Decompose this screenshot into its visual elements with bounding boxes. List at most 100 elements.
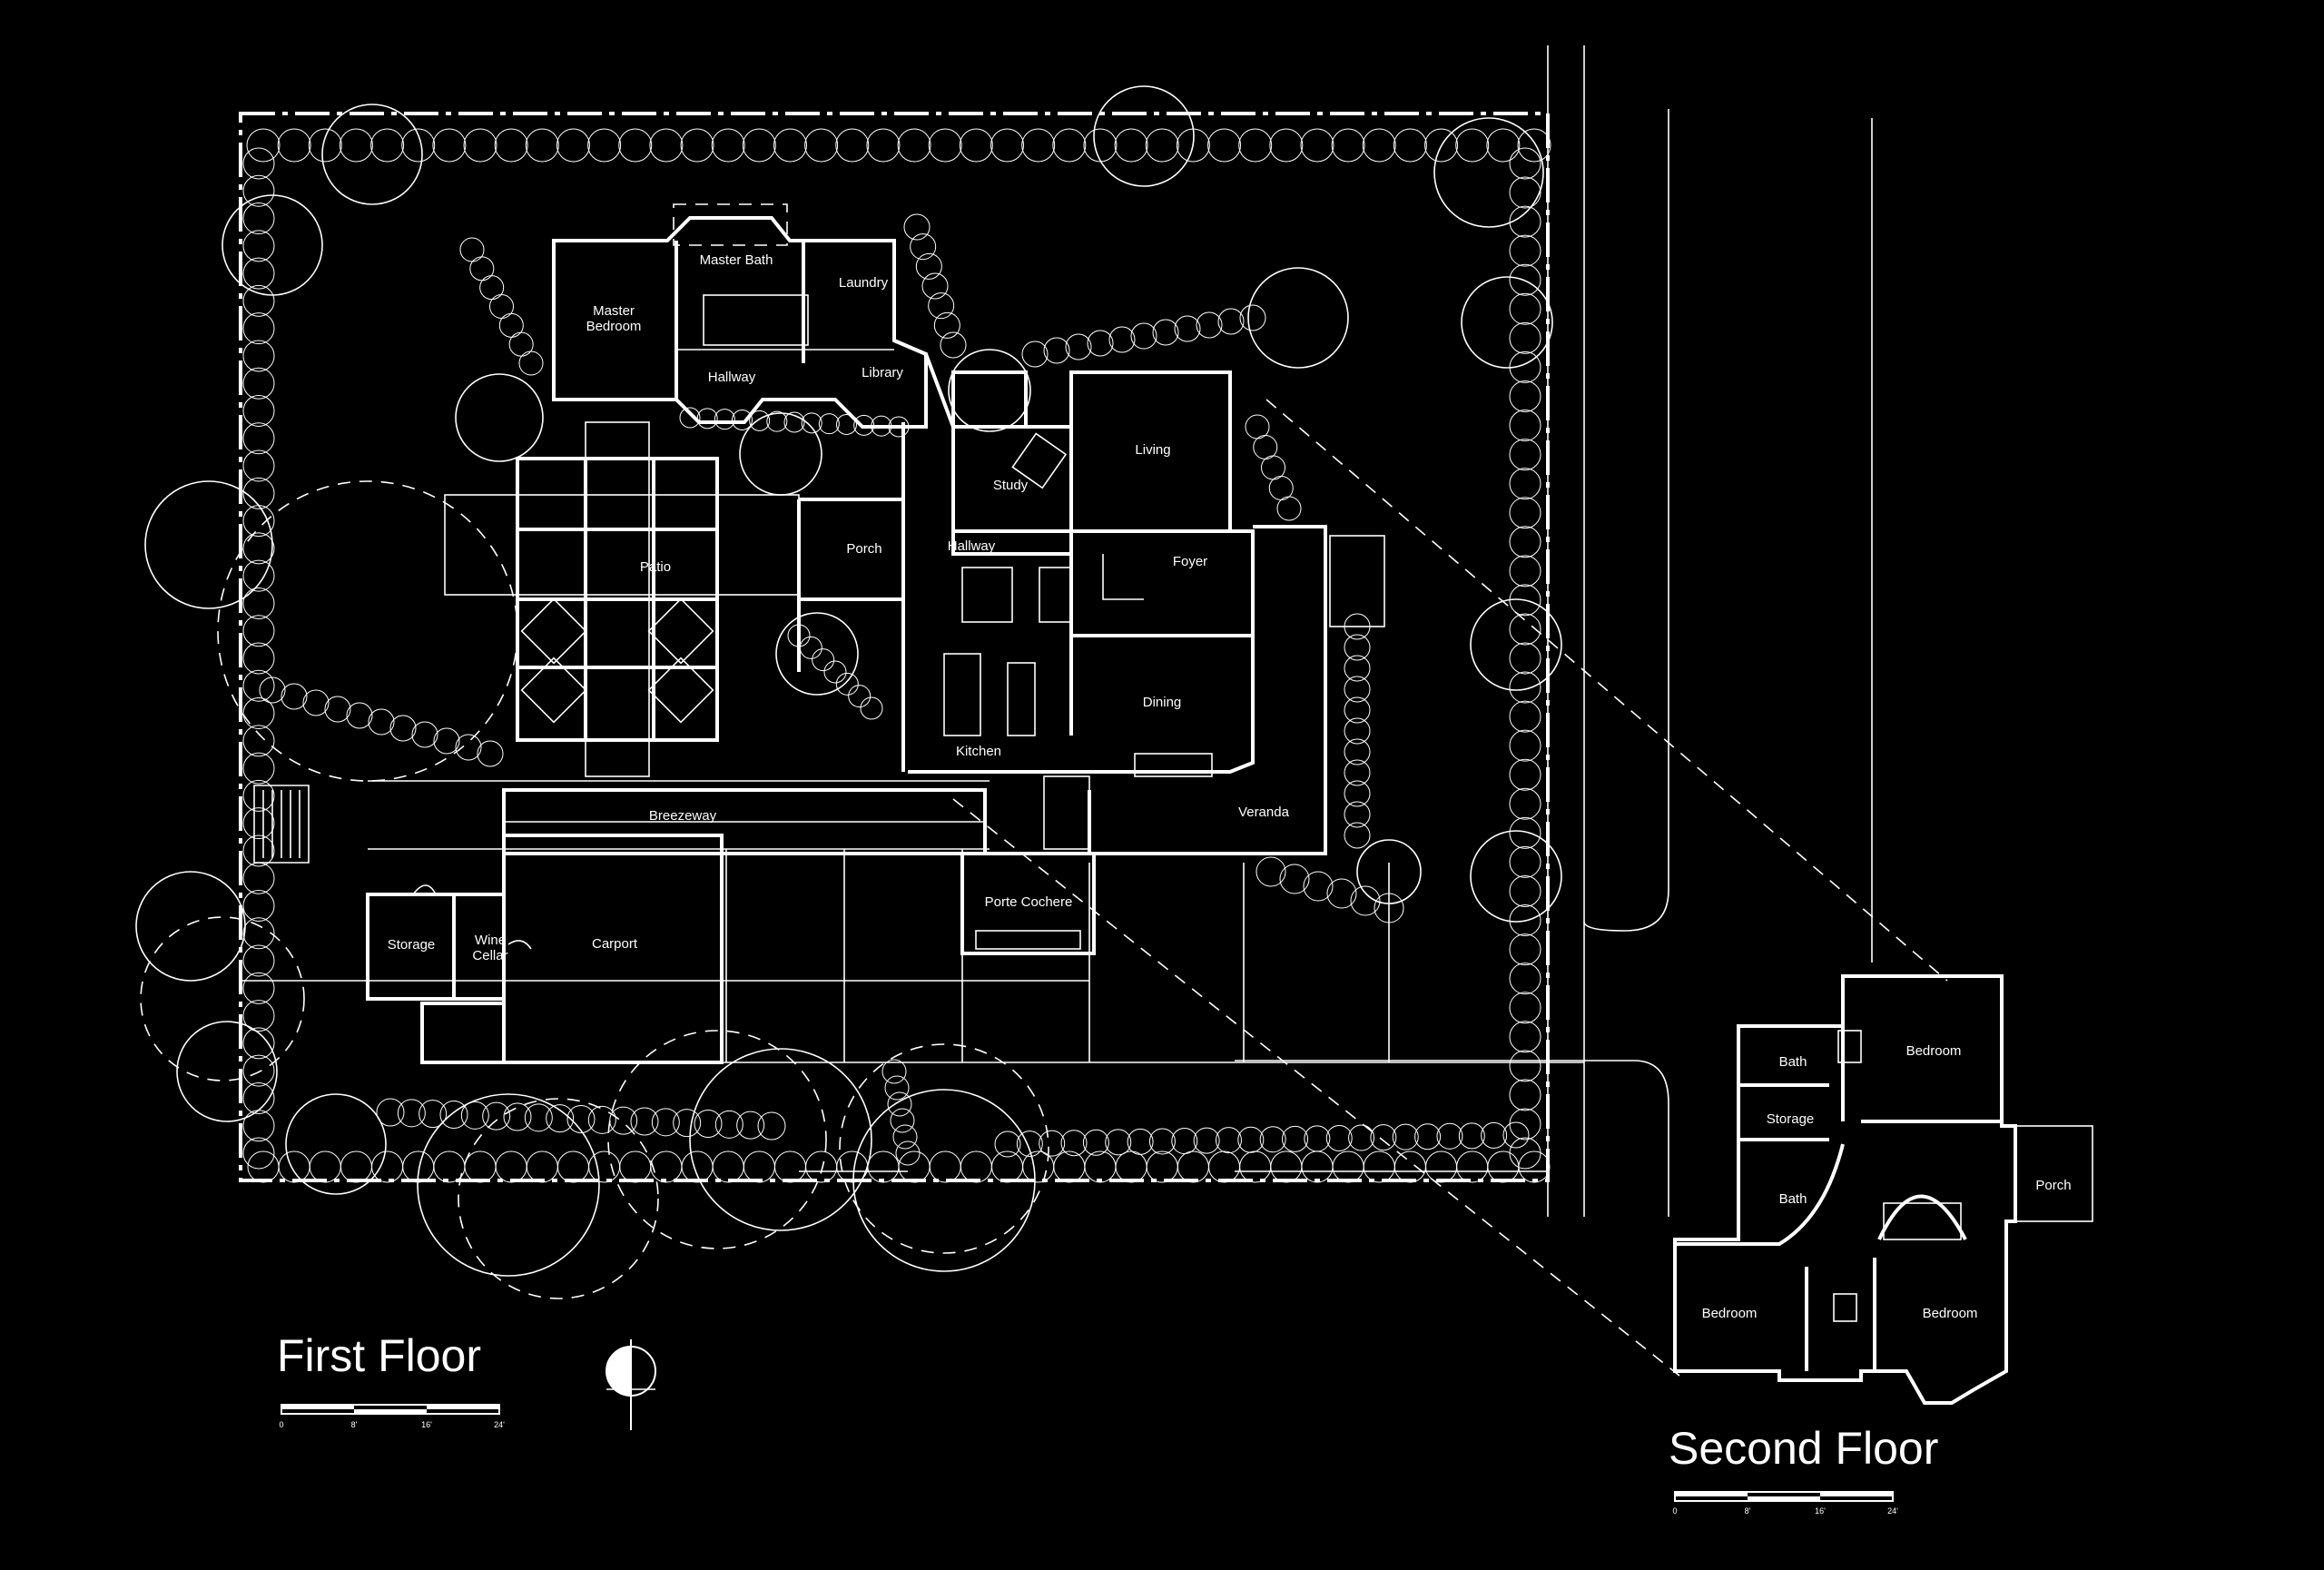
- tree-canopy-outline: [217, 480, 518, 782]
- tree-symbol: [479, 275, 505, 301]
- tree-symbol: [460, 1101, 489, 1130]
- tree-symbol: [1509, 380, 1541, 412]
- tree-symbol: [1016, 1131, 1043, 1158]
- tree-symbol: [835, 672, 859, 696]
- tree-symbol: [1509, 874, 1541, 907]
- tree-symbol: [1344, 759, 1371, 786]
- tree-symbol: [1304, 1125, 1331, 1152]
- tree-symbol: [609, 1106, 638, 1135]
- tree-symbol: [805, 1150, 838, 1183]
- tree-symbol: [482, 1101, 511, 1131]
- tree-symbol: [1021, 128, 1056, 163]
- tree-symbol: [281, 683, 308, 710]
- tree-symbol: [1171, 1128, 1198, 1155]
- tree-symbol: [587, 1105, 616, 1134]
- room-porch: Porch: [846, 541, 881, 557]
- tree-symbol: [526, 1150, 558, 1183]
- tree-symbol: [1060, 1130, 1088, 1157]
- north-arrow-icon: [606, 1339, 656, 1430]
- tree-symbol: [588, 1150, 621, 1183]
- tree-symbol: [1509, 904, 1541, 937]
- tree-symbol: [714, 409, 735, 430]
- patio-pergola: [444, 421, 987, 855]
- tree-symbol: [242, 1110, 275, 1142]
- house-walls: [552, 203, 1385, 955]
- tree-symbol: [929, 1150, 961, 1183]
- tree-symbol: [135, 871, 246, 982]
- tree-symbol: [1087, 330, 1114, 357]
- tree-symbol: [898, 1150, 931, 1183]
- tree-symbol: [1325, 1124, 1353, 1151]
- tree-symbol: [1509, 671, 1541, 704]
- tree-symbol: [630, 1107, 659, 1136]
- tree-symbol: [494, 128, 528, 163]
- tree-symbol: [464, 1150, 497, 1183]
- tree-symbol: [1247, 267, 1349, 369]
- tree-symbol: [940, 331, 967, 359]
- scale-tick: 0: [279, 1420, 283, 1429]
- tree-symbol: [455, 734, 482, 761]
- tree-symbol: [242, 587, 275, 619]
- tree-symbol: [1458, 1122, 1485, 1150]
- room-library: Library: [862, 365, 903, 380]
- room-porch-upper: Porch: [2035, 1178, 2071, 1193]
- tree-symbol: [242, 725, 275, 757]
- tree-symbol: [1331, 128, 1365, 163]
- tree-symbol: [1332, 1150, 1364, 1183]
- tree-symbol: [890, 1108, 915, 1133]
- tree-symbol: [836, 414, 857, 435]
- tree-symbol: [587, 128, 622, 163]
- tree-symbol: [346, 702, 373, 729]
- tree-symbol: [1039, 1130, 1066, 1157]
- first-floor-title: First Floor: [277, 1330, 481, 1381]
- tree-symbol: [242, 807, 275, 840]
- tree-symbol: [1456, 1150, 1489, 1183]
- tree-canopy-outline: [839, 1043, 1049, 1254]
- tree-symbol: [524, 1103, 553, 1132]
- tree-symbol: [546, 1104, 575, 1133]
- tree-symbol: [959, 128, 993, 163]
- tree-symbol: [302, 689, 330, 716]
- tree-symbol: [144, 480, 273, 609]
- tree-symbol: [1053, 1150, 1086, 1183]
- tree-symbol: [1105, 1129, 1132, 1156]
- tree-symbol: [1509, 321, 1541, 354]
- tree-symbol: [1303, 871, 1334, 902]
- tree-symbol: [818, 413, 840, 435]
- room-patio: Patio: [640, 559, 671, 575]
- tree-symbol: [397, 1099, 426, 1128]
- tree-symbol: [242, 477, 275, 509]
- scale-tick: 0: [1672, 1506, 1677, 1516]
- tree-symbol: [1509, 205, 1541, 238]
- room-study: Study: [993, 478, 1029, 493]
- tree-symbol: [1269, 128, 1304, 163]
- tree-symbol: [242, 752, 275, 785]
- tree-symbol: [1344, 738, 1371, 765]
- tree-symbol: [1509, 292, 1541, 325]
- tree-symbol: [477, 740, 504, 767]
- tree-symbol: [1279, 864, 1310, 894]
- carport-wing: [253, 785, 724, 1064]
- tree-symbol: [439, 1101, 468, 1129]
- tree-canopy-outline: [607, 1030, 827, 1249]
- tree-symbol: [340, 1150, 372, 1183]
- tree-symbol: [242, 202, 275, 235]
- tree-symbol: [1509, 963, 1541, 995]
- tree-symbol: [835, 128, 870, 163]
- tree-symbol: [1127, 1128, 1154, 1155]
- tree-symbol: [1344, 696, 1371, 724]
- tree-symbol: [1455, 128, 1490, 163]
- tree-symbol: [1239, 304, 1266, 331]
- tree-symbol: [242, 1081, 275, 1114]
- tree-symbol: [242, 917, 275, 950]
- room-bedroom-se: Bedroom: [1923, 1306, 1978, 1321]
- tree-symbol: [921, 272, 949, 300]
- room-breezeway: Breezeway: [649, 808, 717, 824]
- tree-symbol: [1021, 341, 1049, 368]
- tree-symbol: [783, 411, 805, 433]
- tree-symbol: [1509, 758, 1541, 791]
- first-floor-title-block: First Floor 0 8' 16' 24': [277, 1330, 505, 1429]
- tree-symbol: [376, 1098, 405, 1127]
